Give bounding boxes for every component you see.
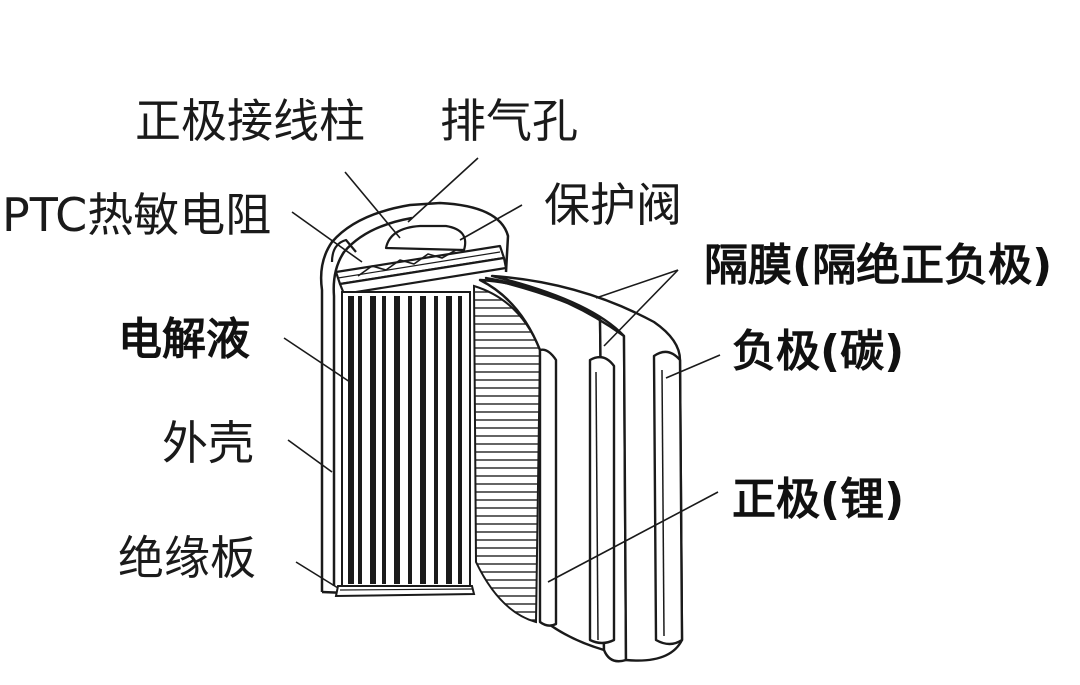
label-outer-shell: 外壳 — [162, 416, 254, 470]
electrode-stripe — [358, 296, 362, 584]
label-positive-electrode: 正极(锂) — [732, 474, 905, 525]
electrode-stripe — [408, 296, 412, 584]
electrode-stripe — [382, 296, 386, 584]
label-positive-terminal: 正极接线柱 — [135, 94, 365, 148]
label-electrolyte: 电解液 — [118, 314, 250, 365]
label-ptc-thermistor: PTC热敏电阻 — [2, 188, 272, 242]
insulating-plate-shape — [334, 585, 476, 598]
label-negative-electrode: 负极(碳) — [732, 326, 905, 377]
label-vent-hole: 排气孔 — [440, 94, 578, 148]
label-separator: 隔膜(隔绝正负极) — [704, 240, 1053, 291]
label-insulating-plate: 绝缘板 — [118, 531, 256, 585]
electrode-stripe — [370, 296, 376, 584]
electrode-stripe — [348, 296, 354, 584]
electrode-stripes — [348, 296, 462, 584]
label-safety-valve: 保护阀 — [544, 178, 682, 232]
top-cap — [330, 224, 508, 296]
electrode-stripe — [394, 296, 400, 584]
positive-sheet — [472, 284, 542, 624]
separator-lines — [595, 369, 665, 641]
separator-sheets — [478, 274, 684, 663]
electrode-stripe — [434, 296, 438, 584]
electrode-stripe — [420, 296, 426, 584]
leader-lines — [283, 157, 721, 589]
electrode-stripe — [446, 296, 452, 584]
electrode-stripe — [458, 296, 462, 584]
